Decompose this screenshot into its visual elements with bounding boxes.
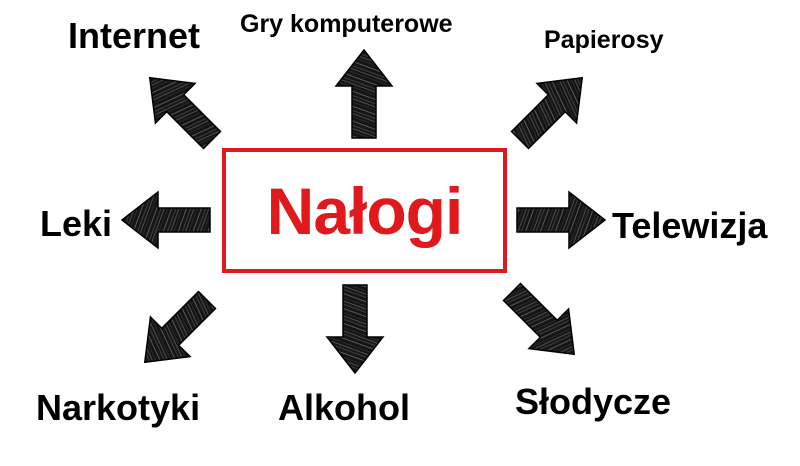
arrow-to-narkotyki-icon — [124, 279, 228, 383]
label-papierosy: Papierosy — [544, 26, 664, 54]
label-slodycze: Słodycze — [515, 381, 672, 422]
arrow-to-leki-icon — [121, 191, 211, 249]
label-telewizja: Telewizja — [612, 205, 768, 246]
center-topic-box: Nałogi — [222, 148, 507, 273]
label-gry-komputerowe: Gry komputerowe — [240, 10, 453, 38]
label-leki: Leki — [40, 203, 113, 244]
arrow-to-gry-icon — [335, 49, 393, 139]
arrow-to-papierosy-icon — [499, 57, 603, 161]
arrow-to-telewizja-icon — [516, 191, 606, 249]
center-topic-title: Nałogi — [266, 173, 464, 248]
label-alkohol: Alkohol — [278, 387, 410, 428]
label-narkotyki: Narkotyki — [36, 387, 201, 428]
arrow-to-alkohol-icon — [326, 284, 384, 374]
arrow-to-slodycze-icon — [491, 271, 595, 375]
label-internet: Internet — [68, 15, 201, 56]
arrow-to-internet-icon — [129, 57, 233, 161]
